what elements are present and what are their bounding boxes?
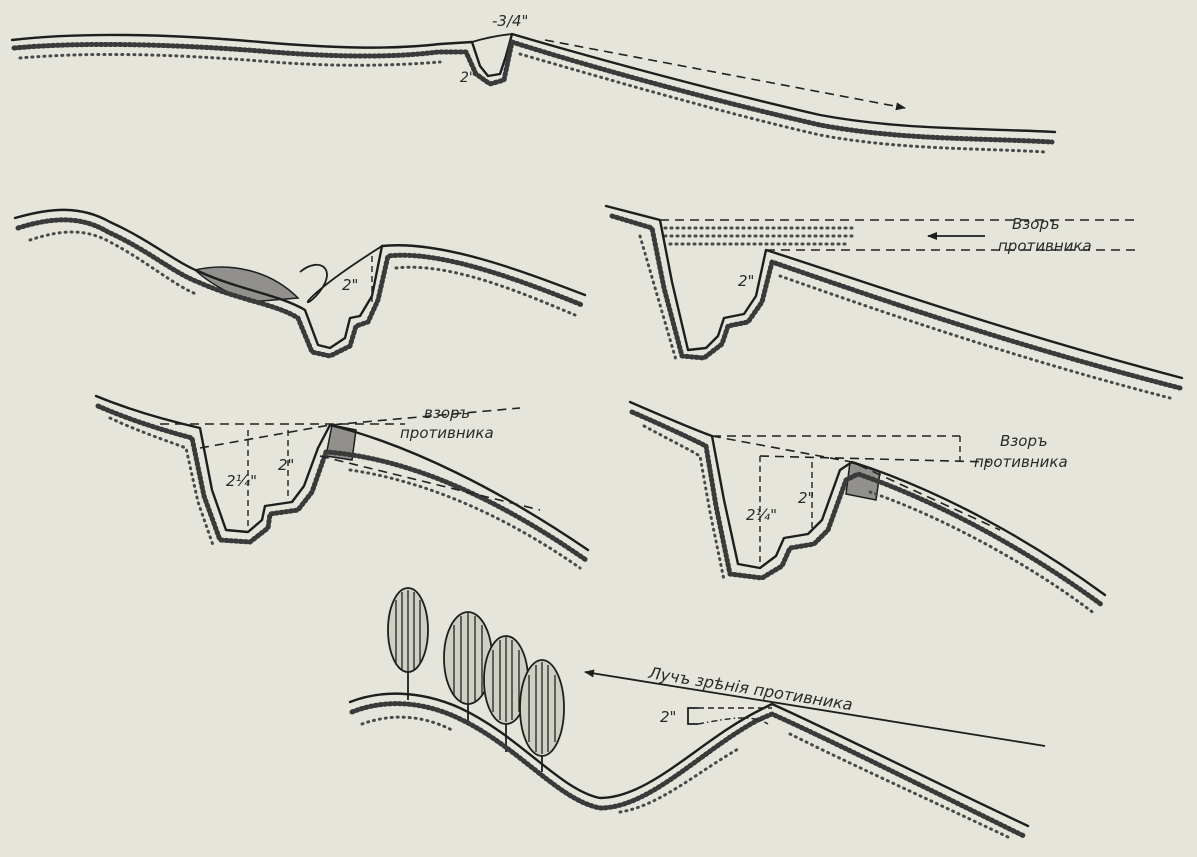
profile-4-view-label-line1: взоръ xyxy=(424,404,470,422)
profile-5-trench-on-slope: 2¼" 2" Взоръ противника xyxy=(628,400,1107,616)
profile-1-flat-ground-trench: -3/4" 2" xyxy=(10,12,1057,154)
profile-5-ground-hatching-deep xyxy=(642,424,1097,616)
profile-3-view-label-line1: Взоръ xyxy=(1012,215,1060,233)
profile-6-hill-with-trees: 2" Лучъ зрѣнія противника xyxy=(348,587,1046,840)
profile-4-ground-hatching-deep xyxy=(108,416,582,570)
profile-4-view-line-lower xyxy=(319,455,541,511)
tree-4 xyxy=(519,659,565,772)
profile-2-valley-trench: 2" xyxy=(13,208,587,359)
profile-4-view-line-slope xyxy=(199,407,521,449)
profile-3-ground-line xyxy=(604,204,1184,380)
profile-1-trench-crest-arc xyxy=(471,33,513,43)
profile-3-ground-hatching-deep xyxy=(638,234,1172,400)
profile-1-slope-arrow xyxy=(544,39,906,111)
profile-6-depth-label: 2" xyxy=(660,708,676,726)
profile-2-ground-hatching-deep xyxy=(28,230,577,317)
tree-2 xyxy=(443,611,493,722)
profile-3-depth-label: 2" xyxy=(738,272,754,290)
profile-4-trench-with-heights: 2¼" 2" взоръ противника xyxy=(94,394,590,570)
profile-2-ground-line xyxy=(13,208,587,350)
profile-1-depth-label: 2" xyxy=(460,70,475,86)
profile-3-enemy-view-shading xyxy=(663,226,857,246)
profile-5-view-label-line2: противника xyxy=(974,453,1068,471)
profile-2-parapet-mound xyxy=(193,266,300,303)
profile-1-ground-hatching-deep xyxy=(18,52,1047,154)
profile-6-ground-hatching-deep xyxy=(360,715,1012,840)
profile-1-ground-hatching xyxy=(11,39,1055,145)
profile-4-ground-hatching xyxy=(95,403,589,563)
profile-5-view-line-mid xyxy=(759,455,991,463)
profile-3-slope-trench: Взоръ противника 2" xyxy=(604,204,1184,400)
profile-6-trench-bracket xyxy=(687,707,698,725)
profile-5-depth-label-a: 2¼" xyxy=(746,506,777,524)
tree-group xyxy=(387,587,565,772)
profile-6-ray-label: Лучъ зрѣнія противника xyxy=(646,663,854,714)
profile-6-ground-hatching xyxy=(349,701,1027,839)
profile-6-trench-curve xyxy=(697,717,769,725)
profile-6-enemy-sight-ray xyxy=(584,669,1046,747)
profile-2-depth-label: 2" xyxy=(342,276,358,294)
profile-2-sight-curve xyxy=(299,245,383,304)
profile-4-ground-line xyxy=(94,394,590,552)
profile-4-depth-label-a: 2¼" xyxy=(226,472,257,490)
profile-3-view-label-line2: противника xyxy=(998,237,1092,255)
profile-4-view-label-line2: противника xyxy=(400,424,494,442)
tree-1 xyxy=(387,587,429,700)
profile-2-ground-hatching xyxy=(15,217,585,359)
profile-5-ground-hatching xyxy=(629,409,1105,608)
profile-5-depth-label-b: 2" xyxy=(798,489,814,507)
profile-4-depth-label-b: 2" xyxy=(278,456,294,474)
profile-5-view-line-slope xyxy=(711,435,1001,531)
profile-1-top-dimension: -3/4" xyxy=(492,12,528,30)
profile-3-ground-hatching xyxy=(609,213,1183,391)
profile-6-ground-line xyxy=(348,692,1030,828)
profile-5-ground-line xyxy=(628,400,1107,597)
profile-5-view-label-line1: Взоръ xyxy=(1000,432,1048,450)
profile-1-ground-line xyxy=(10,32,1057,134)
